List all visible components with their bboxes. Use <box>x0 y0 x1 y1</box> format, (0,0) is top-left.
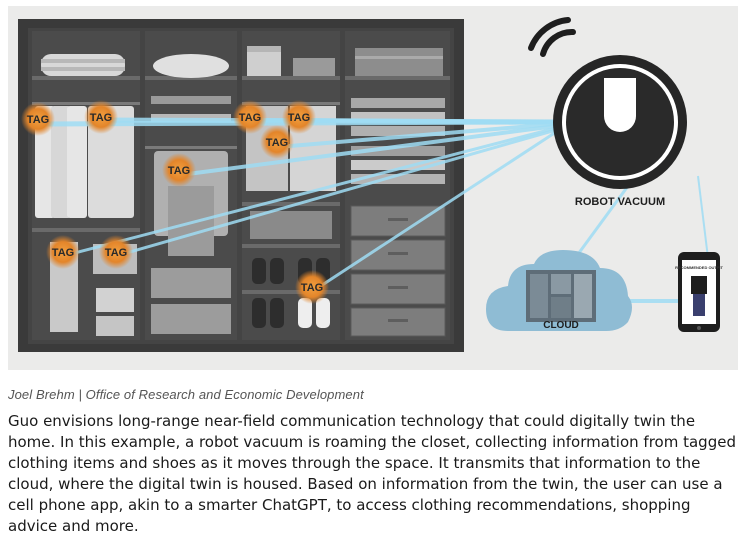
illustration: TAG TAG TAG TAG TAG TAG TAG TAG TAG <box>8 6 738 370</box>
tag-label: TAG <box>288 112 310 124</box>
tag-shoes: TAG <box>295 270 329 304</box>
closet <box>18 19 464 352</box>
tag-label: TAG <box>168 165 190 177</box>
tag-shirt-3: TAG <box>233 100 267 134</box>
tag-label: TAG <box>266 137 288 149</box>
tag-shirt-1: TAG <box>21 102 55 136</box>
tag-jacket: TAG <box>162 153 196 187</box>
tag-label: TAG <box>301 282 323 294</box>
tag-folded: TAG <box>99 235 133 269</box>
article-paragraph: Guo envisions long-range near-field comm… <box>8 412 736 535</box>
phone-icon: RECOMMENDED OUTFIT <box>675 252 723 332</box>
cloud-icon <box>486 250 632 331</box>
tag-label: TAG <box>239 112 261 124</box>
tag-pants: TAG <box>46 235 80 269</box>
tag-shirt-4: TAG <box>282 100 316 134</box>
tag-label: TAG <box>90 112 112 124</box>
tag-label: TAG <box>105 247 127 259</box>
digital-twin-diagram: TAG TAG TAG TAG TAG TAG TAG TAG TAG <box>18 17 723 352</box>
image-credit-caption: Joel Brehm | Office of Research and Econ… <box>8 387 364 402</box>
cloud-label: CLOUD <box>543 320 579 331</box>
robot-vacuum-label: ROBOT VACUUM <box>575 196 665 208</box>
robot-vacuum-icon <box>528 17 687 189</box>
tag-label: TAG <box>27 114 49 126</box>
phone-screen-title: RECOMMENDED OUTFIT <box>675 265 723 270</box>
tag-shirt-2: TAG <box>84 100 118 134</box>
tag-label: TAG <box>52 247 74 259</box>
tag-shirt-5: TAG <box>260 125 294 159</box>
